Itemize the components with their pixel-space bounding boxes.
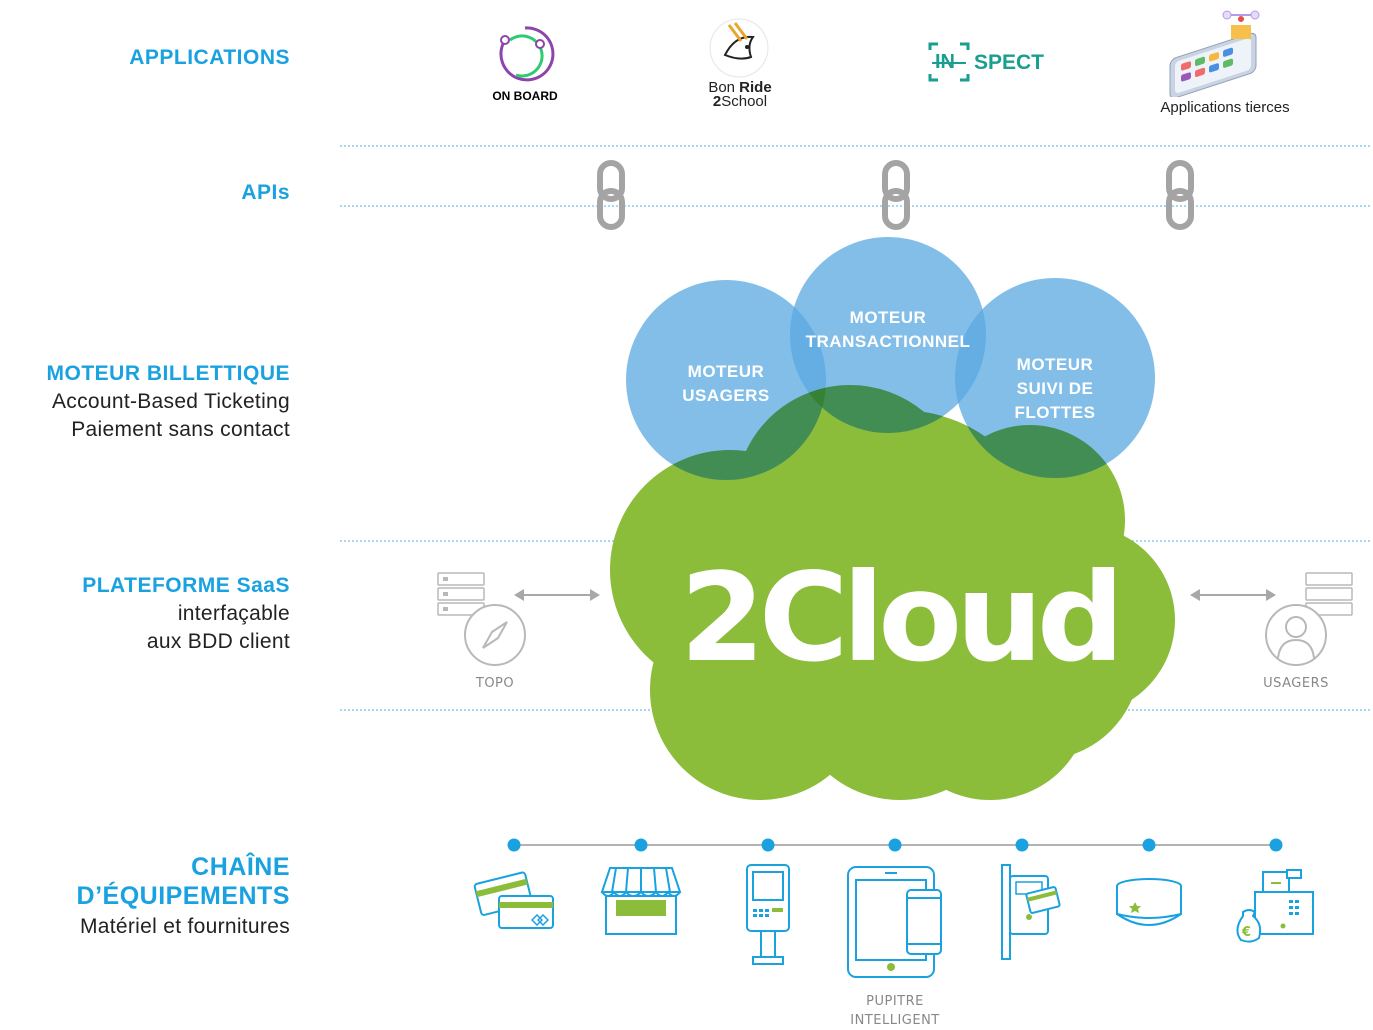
inspect-suffix: SPECT: [974, 51, 1045, 74]
engine-circles: [626, 237, 1155, 480]
engine-usagers: MOTEUR USAGERS: [656, 360, 796, 408]
section-title-plateforme: PLATEFORME SaaS: [82, 574, 290, 597]
driver-cap-icon[interactable]: [1113, 876, 1187, 932]
cloud-shape: [610, 385, 1175, 800]
section-title-moteur: MOTEUR BILLETTIQUE: [46, 362, 290, 385]
section-chaine-line1: Matériel et fournitures: [80, 915, 290, 938]
engine-transactionnel: MOTEUR TRANSACTIONNEL: [793, 306, 983, 354]
divider-apps: [340, 145, 1370, 147]
app-tierces[interactable]: Applications tierces: [1150, 5, 1300, 120]
section-title-chaine-2: D’ÉQUIPEMENTS: [76, 882, 290, 910]
engine-usagers-line2: USAGERS: [682, 386, 770, 405]
topo-arrow-icon: [514, 589, 600, 601]
tierces-label: Applications tierces: [1160, 99, 1290, 116]
section-plateforme-line1: interfaçable: [177, 602, 290, 625]
cards-icon[interactable]: [472, 868, 557, 933]
bonride-word-school: School: [721, 93, 768, 110]
topo-label: TOPO: [475, 676, 515, 691]
app-inspect[interactable]: IN SPECT: [928, 42, 1058, 82]
engine-circle-flottes: [955, 278, 1155, 478]
cloud-diagram: [610, 237, 1175, 800]
cash-register-icon[interactable]: €: [1233, 868, 1319, 946]
api-link-icon: [1166, 160, 1194, 230]
usagers-label: USAGERS: [1263, 676, 1329, 691]
inspect-prefix: IN: [935, 51, 955, 73]
section-chaine: CHAÎNE D’ÉQUIPEMENTS Matériel et fournit…: [77, 853, 290, 939]
api-link-icon: [882, 160, 910, 230]
section-title-chaine-1: CHAÎNE: [191, 853, 290, 881]
section-title-applications: APPLICATIONS: [129, 46, 290, 69]
api-link-icon: [597, 160, 625, 230]
app-bonride[interactable]: Bon Ride 2School: [695, 15, 785, 115]
divider-apis: [340, 205, 1370, 207]
section-plateforme-line2: aux BDD client: [146, 630, 290, 653]
topo-server-icon: [437, 572, 526, 666]
pupitre-label: PUPITRE INTELLIGENT: [835, 992, 955, 1030]
shop-icon[interactable]: [600, 864, 682, 938]
usagers-arrow-icon: [1190, 589, 1276, 601]
svg-text:€: €: [1241, 925, 1251, 940]
pupitre-label-line1: PUPITRE: [866, 994, 924, 1009]
bonride-word-2: 2: [712, 93, 722, 110]
section-plateforme: PLATEFORME SaaS interfaçable aux BDD cli…: [82, 574, 290, 654]
engine-flottes-line3: FLOTTES: [1014, 403, 1096, 422]
section-moteur: MOTEUR BILLETTIQUE Account-Based Ticketi…: [47, 362, 291, 442]
equipment-timeline: [507, 838, 1283, 852]
engine-flottes-line2: SUIVI DE: [1016, 379, 1094, 398]
section-moteur-line1: Account-Based Ticketing: [51, 390, 290, 413]
usagers-server-icon: [1265, 572, 1353, 666]
validator-icon[interactable]: [998, 862, 1064, 962]
bonride-text: Bon Ride 2School: [695, 79, 785, 110]
engine-flottes-line1: MOTEUR: [1016, 355, 1094, 374]
section-title-apis: APIs: [241, 181, 290, 204]
engine-usagers-line1: MOTEUR: [687, 362, 765, 381]
app-onboard[interactable]: ON BOARD: [480, 20, 570, 110]
onboard-logo-icon: [499, 26, 555, 82]
bonride-word-bon: Bon: [708, 79, 740, 96]
inspect-bracket-icon: [928, 42, 970, 82]
bonride-word-ride: Ride: [739, 79, 772, 96]
engine-transactionnel-line1: MOTEUR: [849, 308, 927, 327]
engine-circle-transactionnel: [790, 237, 986, 433]
section-moteur-line2: Paiement sans contact: [71, 418, 290, 441]
engine-flottes: MOTEUR SUIVI DE FLOTTES: [985, 353, 1125, 425]
engine-transactionnel-line2: TRANSACTIONNEL: [805, 332, 971, 351]
rabbit-logo-icon: [709, 18, 769, 78]
pupitre-label-line2: INTELLIGENT: [850, 1013, 940, 1028]
onboard-label: ON BOARD: [492, 89, 558, 103]
user-head-icon: [1285, 616, 1307, 638]
phone-apps-icon: [1169, 10, 1260, 97]
cloud-label: 2Cloud: [680, 547, 1124, 689]
tablet-icon[interactable]: [845, 864, 945, 980]
kiosk-icon[interactable]: [743, 862, 793, 968]
